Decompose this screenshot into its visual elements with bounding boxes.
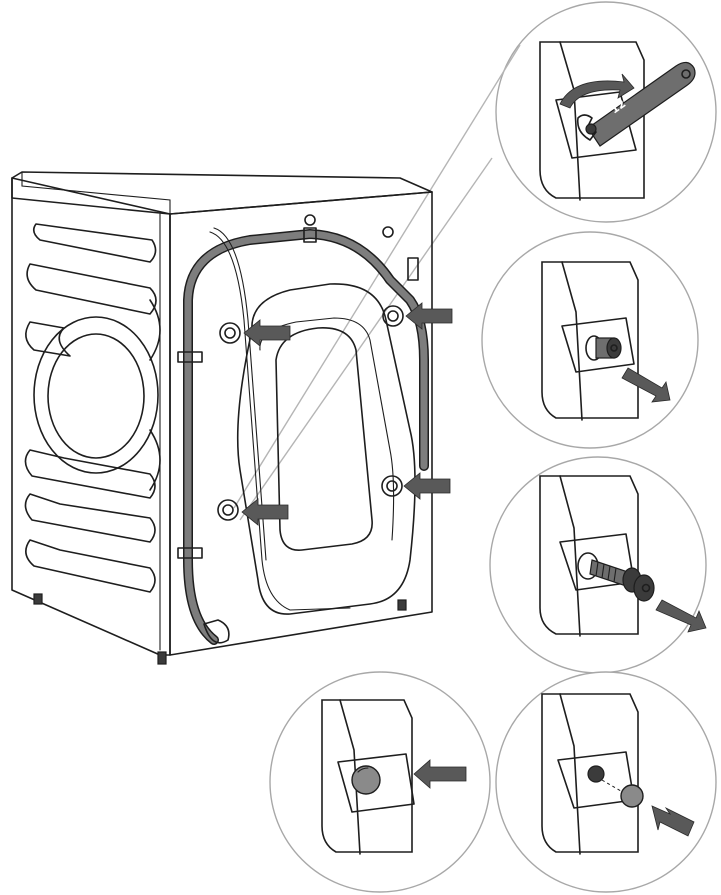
machine-foot [157, 651, 167, 665]
callout-leader-line [233, 44, 521, 509]
machine-foot [33, 593, 43, 605]
hose-clip [177, 547, 203, 559]
hose-clip [303, 227, 317, 243]
machine-foot [397, 599, 407, 611]
transit-bolt-icon [217, 305, 404, 521]
callout-leader-line [239, 157, 493, 521]
step-4-cap-fitted [321, 699, 467, 855]
step-2-remove-bolt [541, 261, 671, 421]
arrow-left-icon [403, 472, 451, 500]
rotate-counterclockwise-icon [559, 73, 635, 109]
arrow-pull-out-icon [655, 599, 707, 633]
step-3-extract-bolt [539, 475, 707, 637]
cover-cap-icon [620, 784, 644, 808]
arrow-left-icon [405, 302, 453, 330]
arrow-left-icon [413, 759, 467, 789]
step-1-loosen-bolt: 12 [539, 41, 696, 201]
arrow-pull-out-icon [621, 367, 671, 403]
arrow-push-in-icon [651, 805, 695, 837]
step-5-insert-cap [541, 693, 695, 855]
cover-cap-icon [351, 765, 381, 795]
washing-machine-icon [11, 171, 453, 665]
arrow-left-icon [241, 498, 289, 526]
arrow-left-icon [243, 319, 291, 347]
wrench-icon: 12 [576, 61, 696, 147]
hose-clip [177, 351, 203, 363]
